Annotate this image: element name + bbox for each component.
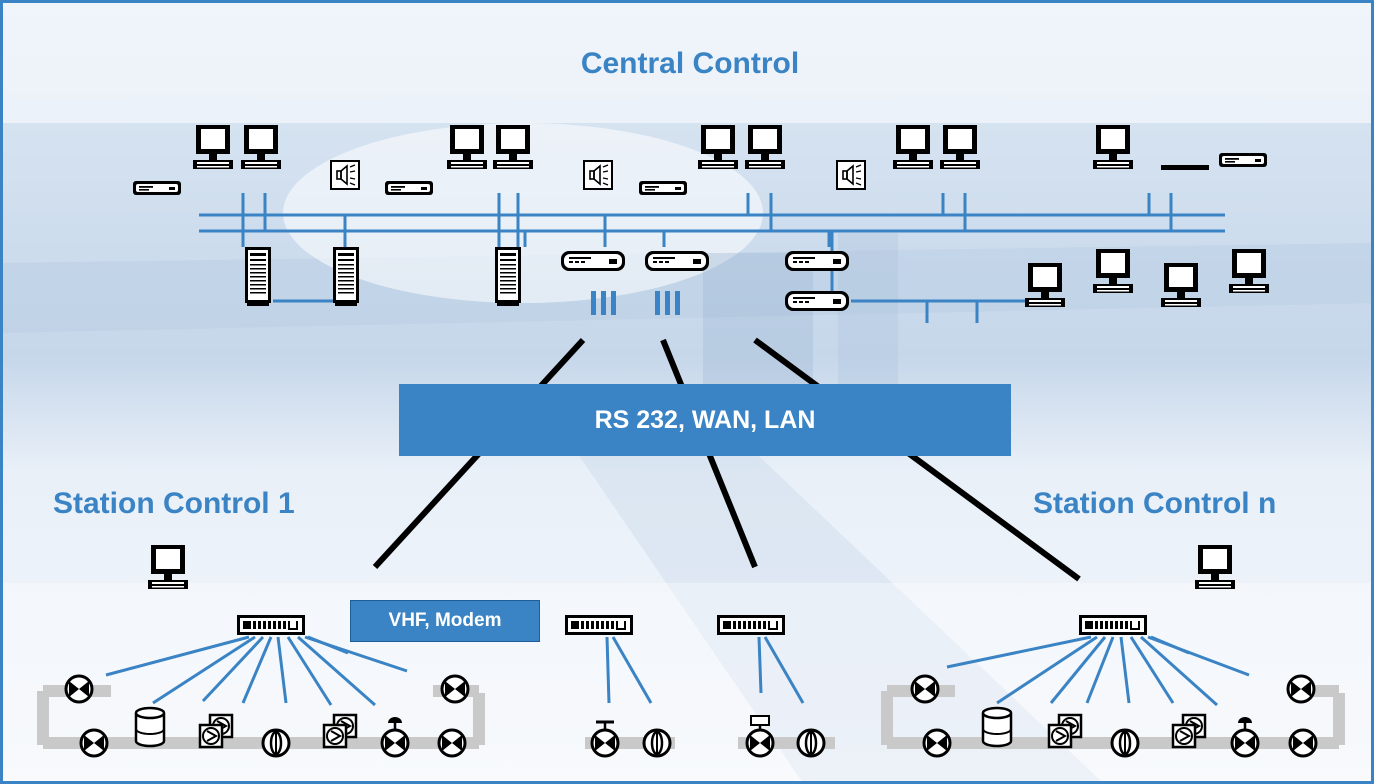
workstation-icon [493, 125, 533, 169]
serial-ports [591, 291, 680, 315]
flow-meter-icon [1110, 728, 1140, 758]
valve-icon [910, 674, 940, 704]
workstation-icon [148, 545, 188, 589]
workstation-icon [698, 125, 738, 169]
scada-diagram [3, 3, 1371, 781]
rtu-icon [716, 614, 786, 636]
workstation-icon [1093, 249, 1133, 293]
modem-icon [1219, 153, 1267, 167]
rtu-icon [1078, 614, 1148, 636]
valve-icon [64, 674, 94, 704]
modem-icon [133, 181, 181, 195]
actuated-valve-icon [747, 716, 773, 756]
server-tower-icon [245, 247, 271, 306]
central-control-title: Central Control [580, 47, 800, 80]
station-1 [37, 545, 485, 758]
valve-icon [1286, 674, 1316, 704]
workstation-icon [1093, 125, 1133, 169]
network-label: RS 232, WAN, LAN [594, 405, 816, 434]
switch-icon [1161, 165, 1209, 170]
modem-icon [385, 181, 433, 195]
flow-meter-icon [642, 728, 672, 758]
valve-icon [437, 728, 467, 758]
station-control-1-title: Station Control 1 [53, 487, 295, 520]
network-label-box: RS 232, WAN, LAN [399, 384, 1011, 456]
alarm-speaker-icon [583, 160, 613, 190]
router-icon [785, 291, 849, 311]
workstation-icon [940, 125, 980, 169]
alarm-speaker-icon [330, 160, 360, 190]
remote-station-b [716, 614, 835, 758]
flow-meter-icon [796, 728, 826, 758]
valve-icon [922, 728, 952, 758]
router-icon [785, 251, 849, 271]
workstation-icon [193, 125, 233, 169]
workstation-icon [745, 125, 785, 169]
router-icon [645, 251, 709, 271]
rtu-icon [236, 614, 306, 636]
station-n [881, 545, 1345, 758]
router-icon [561, 251, 625, 271]
valve-icon [79, 728, 109, 758]
rtu-icon [564, 614, 634, 636]
modem-icon [639, 181, 687, 195]
central-modems [133, 153, 1267, 195]
station-control-n-title: Station Control n [1033, 487, 1277, 520]
workstation-icon [1161, 263, 1201, 307]
workstation-icon [1229, 249, 1269, 293]
flow-meter-icon [261, 728, 291, 758]
alarm-speaker-icon [836, 160, 866, 190]
vhf-modem-label-box: VHF, Modem [350, 600, 540, 642]
valve-icon [1288, 728, 1318, 758]
workstation-icon [447, 125, 487, 169]
workstation-icon [1195, 545, 1235, 589]
tank-icon [134, 706, 166, 748]
valve-icon [440, 674, 470, 704]
tank-icon [981, 706, 1013, 748]
central-lan [199, 193, 1225, 323]
server-tower-icon [333, 247, 359, 306]
server-tower-icon [495, 247, 521, 306]
workstation-icon [893, 125, 933, 169]
workstation-icon [1025, 263, 1065, 307]
remote-station-a [564, 614, 675, 758]
workstation-icon [241, 125, 281, 169]
vhf-modem-label: VHF, Modem [388, 610, 502, 631]
